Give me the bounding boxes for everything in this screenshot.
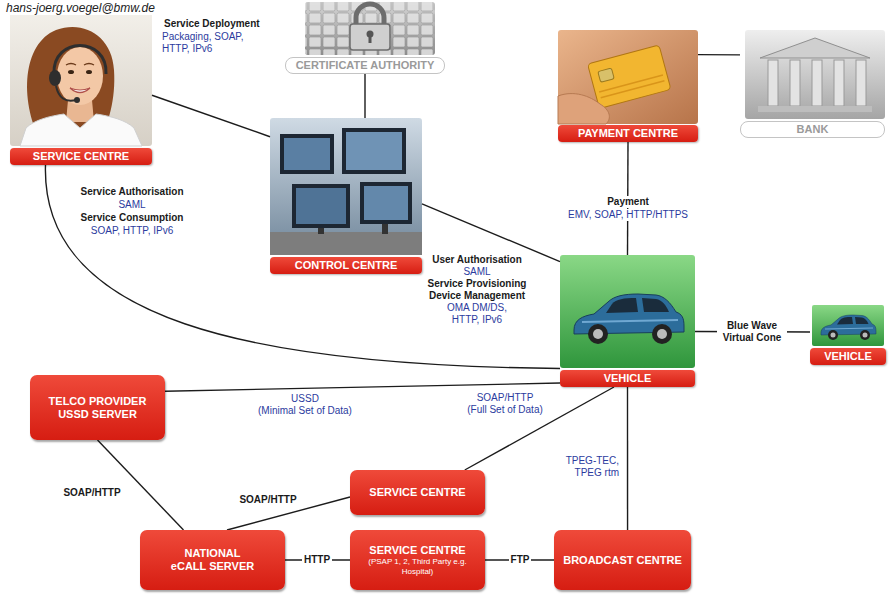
node-title: PAYMENT CENTRE: [578, 127, 678, 140]
edge-label: Blue Wave Virtual Cone: [717, 320, 787, 344]
link-purpose-label: Device Management: [427, 290, 527, 302]
protocol-label: (Minimal Set of Data): [256, 405, 354, 417]
node-title: VEHICLE: [604, 372, 652, 385]
protocol-label: SOAP, HTTP, IPv6: [89, 225, 175, 237]
edge-label: FTP: [509, 554, 532, 566]
edge-label: SOAP/HTTP: [237, 494, 298, 506]
node-title: BANK: [797, 123, 829, 136]
link-purpose-label: Service Consumption: [79, 212, 186, 224]
connector-line: [698, 54, 740, 56]
node-title: CONTROL CENTRE: [295, 259, 397, 272]
edge-label: TPEG-TEC, TPEG rtm: [559, 455, 621, 479]
author-email: hans-joerg.voegel@bmw.de: [4, 1, 157, 15]
name-tag: BANK: [740, 121, 885, 138]
edge-label: User Authorisation: [430, 254, 524, 266]
edge-label: Service Authorisation: [79, 186, 186, 198]
edge-label: SOAP/HTTP: [475, 392, 536, 404]
node-title: SERVICE CENTRE: [369, 544, 465, 557]
control-centre-node: CONTROL CENTRE: [270, 118, 422, 274]
connector-line: [98, 440, 184, 530]
operator-photo: [10, 10, 152, 146]
service-centre-node: SERVICE CENTRE: [10, 10, 152, 165]
name-tag: CERTIFICATE AUTHORITY: [285, 57, 445, 74]
name-tag: CONTROL CENTRE: [270, 257, 422, 274]
protocol-label: Packaging, SOAP, HTTP, IPv6: [160, 31, 264, 55]
server-box: TELCO PROVIDER USSD SERVER: [30, 375, 165, 440]
node-title: SERVICE CENTRE: [33, 150, 129, 163]
protocol-label: EMV, SOAP, HTTP/HTTPS: [566, 209, 690, 221]
service-box: SERVICE CENTRE: [350, 470, 485, 515]
name-tag: VEHICLE: [810, 348, 886, 365]
bank-building: [745, 30, 885, 119]
connector-line: [152, 95, 270, 136]
authority-node: CERTIFICATE AUTHORITY: [285, 2, 445, 74]
padlock-keyboard: [305, 2, 435, 55]
connector-line: [627, 387, 628, 530]
node-title: NATIONAL eCALL SERVER: [169, 547, 257, 573]
node-subtitle: (PSAP 1, 2, Third Party e.g. Hospital): [362, 557, 474, 577]
control-room-photo: [270, 118, 422, 255]
payment-centre-node: PAYMENT CENTRE: [558, 30, 698, 142]
bank-node: BANK: [740, 30, 885, 138]
edge-label: Service Deployment: [162, 18, 262, 30]
protocol-label: SAML: [461, 266, 492, 278]
protocol-label: OMA DM/DS, HTTP, IPv6: [435, 302, 519, 326]
connector-line: [165, 383, 560, 391]
node-title: CERTIFICATE AUTHORITY: [296, 59, 435, 72]
node-title: SERVICE CENTRE: [369, 486, 465, 499]
node-title: VEHICLE: [824, 350, 872, 363]
protocol-label: (Full Set of Data): [465, 404, 545, 416]
protocol-label: SAML: [116, 199, 147, 211]
link-purpose-label: Service Provisioning: [426, 278, 529, 290]
connector-line: [45, 165, 560, 369]
name-tag: VEHICLE: [560, 370, 695, 387]
car-picture: [560, 255, 695, 368]
server-box: NATIONAL eCALL SERVER: [140, 530, 285, 590]
edge-label: Payment: [605, 196, 651, 208]
edge-label: HTTP: [302, 554, 332, 566]
name-tag: SERVICE CENTRE: [10, 148, 152, 165]
node-title: TELCO PROVIDER USSD SERVER: [42, 395, 154, 421]
vehicle-node: VEHICLE: [560, 255, 695, 387]
connector-line: [364, 74, 365, 118]
edge-label: SOAP/HTTP: [61, 487, 122, 499]
node-title: BROADCAST CENTRE: [563, 554, 682, 567]
edge-label: USSD: [289, 393, 321, 405]
card-payment-photo: [558, 30, 698, 124]
name-tag: PAYMENT CENTRE: [558, 125, 698, 142]
broadcast-box: BROADCAST CENTRE: [554, 530, 691, 590]
service-box: SERVICE CENTRE(PSAP 1, 2, Third Party e.…: [350, 530, 485, 590]
car-picture: [812, 305, 884, 346]
vehicle-node: VEHICLE: [810, 305, 886, 365]
connector-line: [422, 204, 560, 262]
